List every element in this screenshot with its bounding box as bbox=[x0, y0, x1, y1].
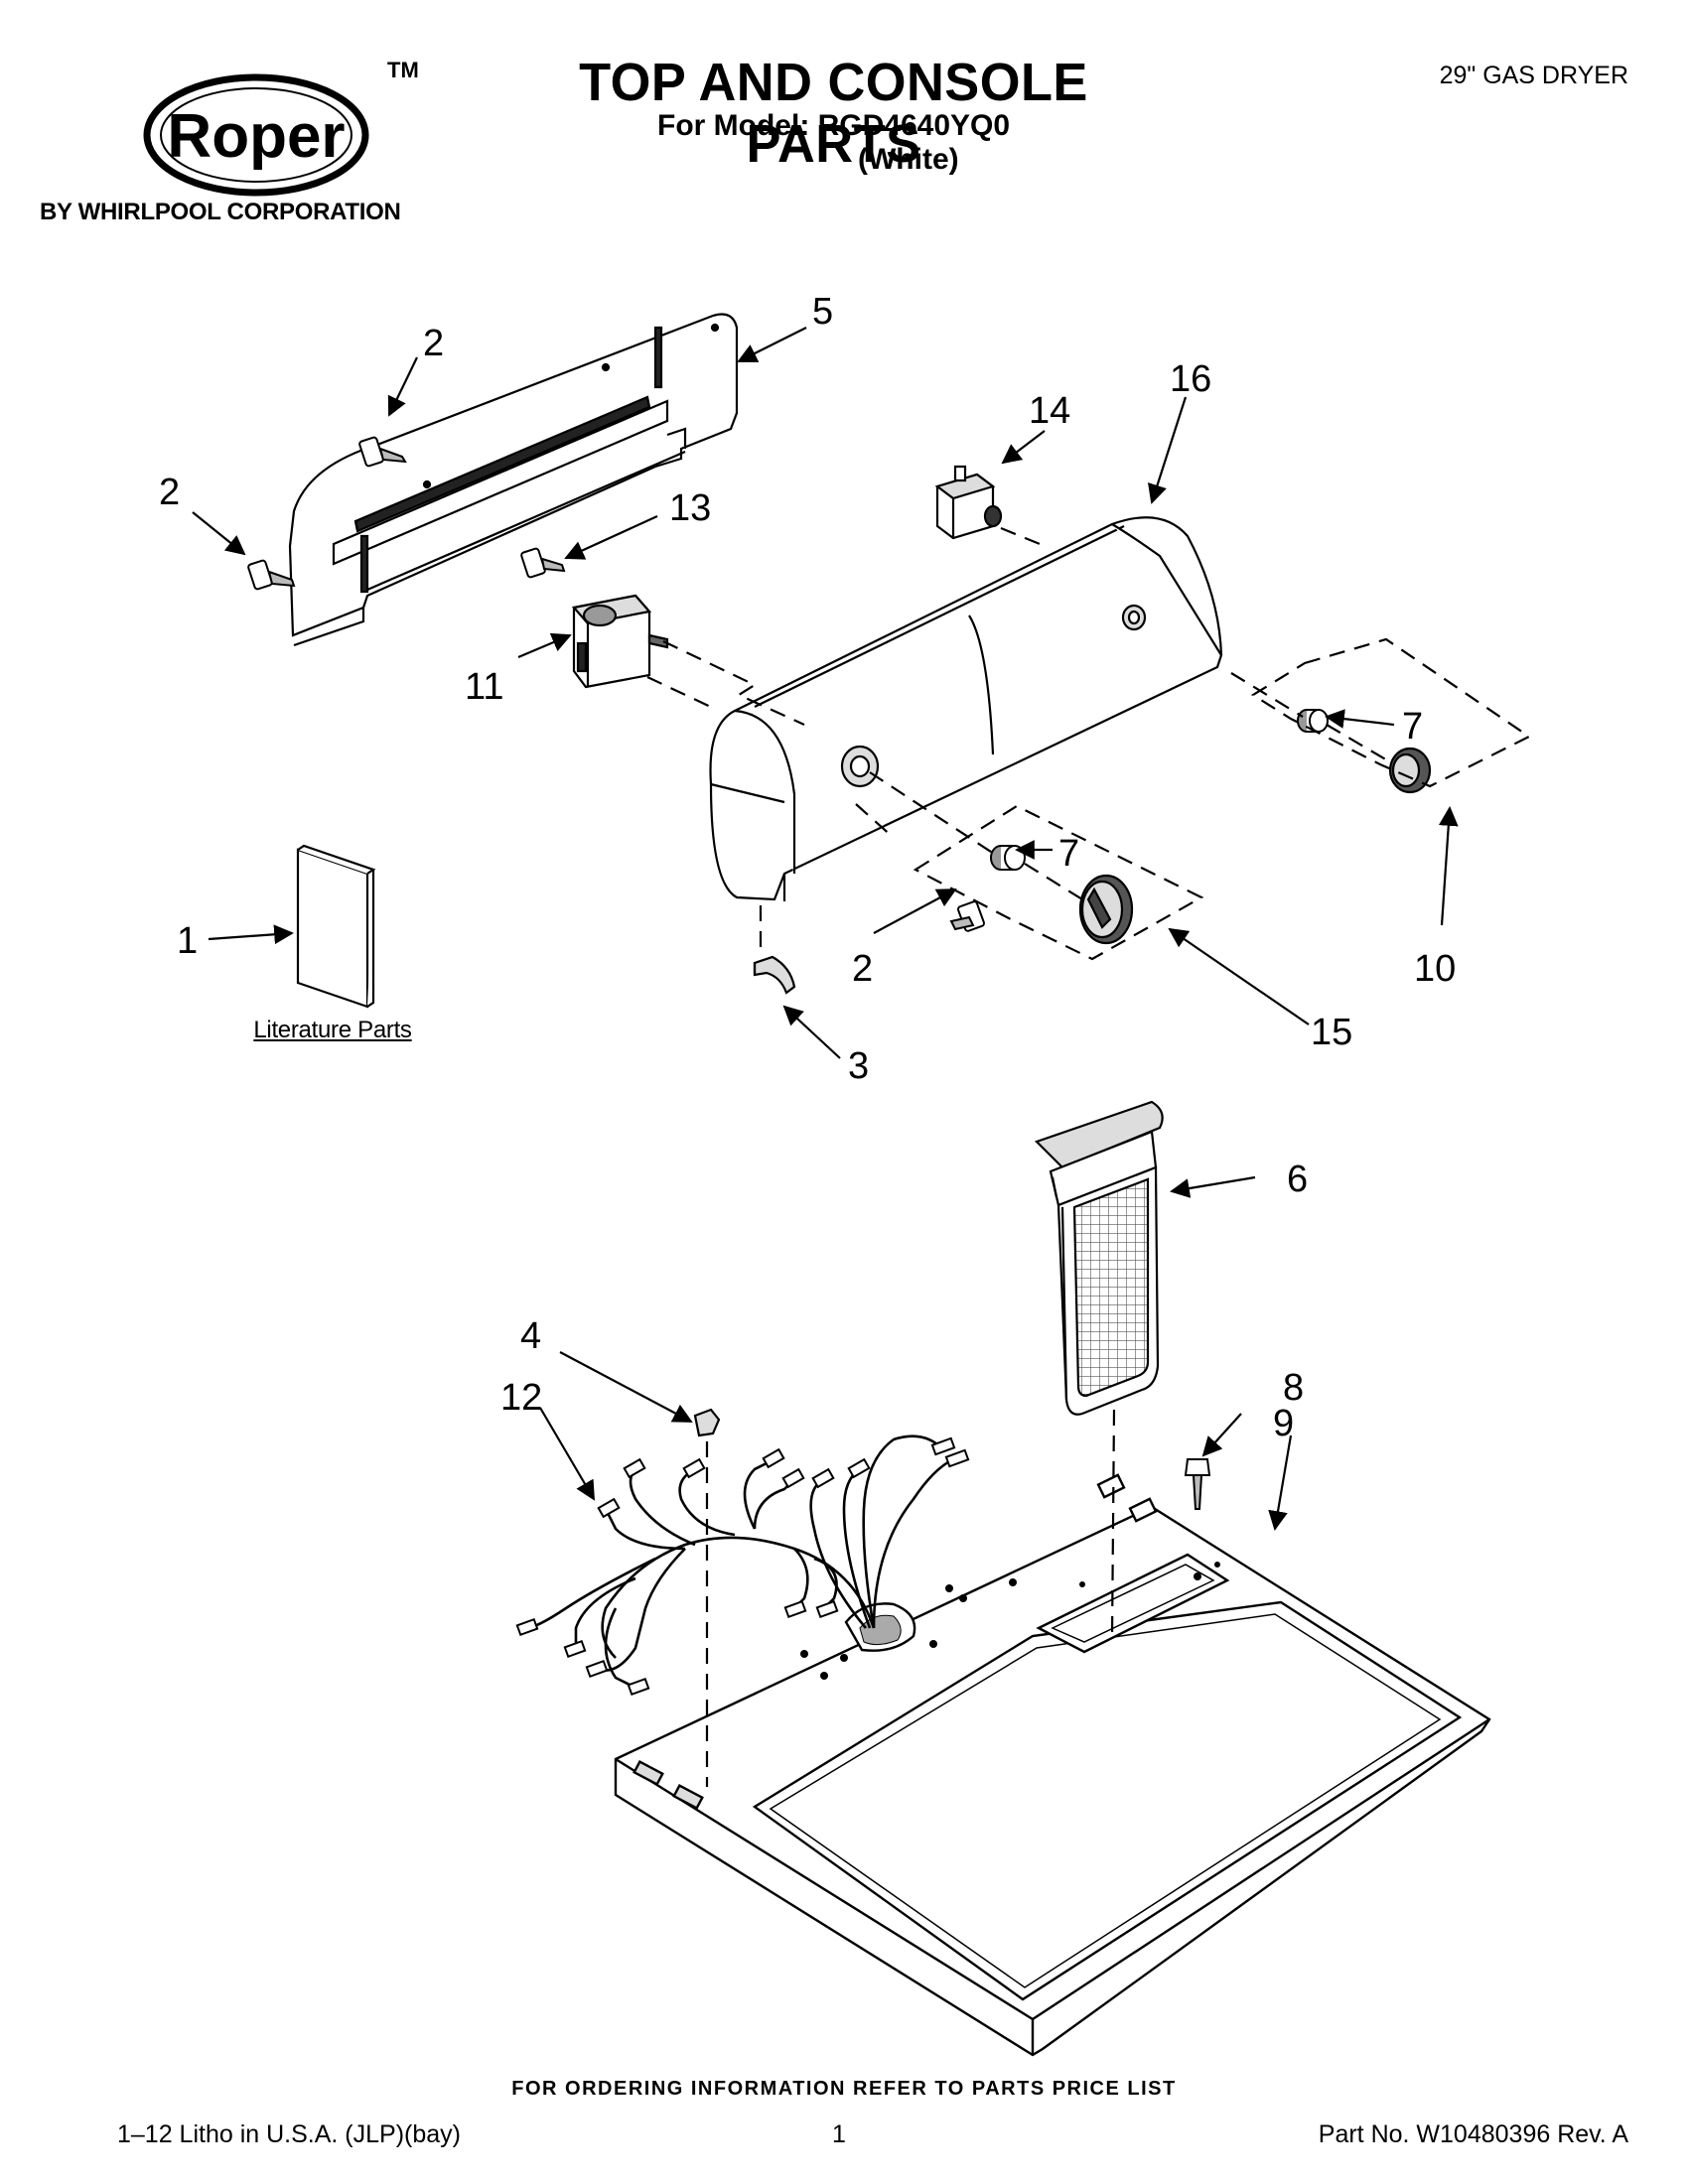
part-12-wire-harness bbox=[515, 1434, 970, 1697]
callout-10: 10 bbox=[1414, 948, 1456, 990]
model-line: For Model: RGD4640YQ0 bbox=[657, 109, 1011, 142]
logo-trademark: TM bbox=[387, 58, 419, 82]
callout-15: 15 bbox=[1311, 1012, 1352, 1053]
part-6-lint-screen bbox=[1034, 1100, 1164, 1416]
page-title: TOP AND CONSOLE PARTS bbox=[579, 53, 1088, 174]
litho-line: 1–12 Litho in U.S.A. (JLP)(bay) bbox=[117, 2120, 461, 2148]
callout-2-top: 2 bbox=[423, 323, 444, 364]
part-number: Part No. W10480396 Rev. A bbox=[1318, 2120, 1628, 2148]
part-5-console-rear-panel bbox=[288, 313, 739, 647]
part-14-start-switch bbox=[934, 465, 1003, 540]
brand-byline: BY WHIRLPOOL CORPORATION bbox=[40, 199, 401, 225]
part-15-knob bbox=[1078, 874, 1134, 945]
callout-12: 12 bbox=[500, 1377, 542, 1419]
screw-2c bbox=[949, 900, 985, 932]
roper-logo: Roper TM bbox=[143, 58, 419, 197]
part-11-timer bbox=[571, 594, 669, 689]
ordering-note: FOR ORDERING INFORMATION REFER TO PARTS … bbox=[511, 2078, 1177, 2100]
logo-wordmark: Roper bbox=[167, 102, 345, 171]
assembly-dashed-lines bbox=[646, 526, 1532, 1787]
callout-2-console: 2 bbox=[852, 948, 873, 990]
callout-5: 5 bbox=[812, 291, 833, 333]
part-7-bushing-right bbox=[1297, 709, 1329, 733]
part-3-clip bbox=[753, 955, 796, 995]
callout-9: 9 bbox=[1273, 1403, 1294, 1444]
callout-3: 3 bbox=[848, 1045, 869, 1087]
callout-1: 1 bbox=[177, 920, 198, 962]
callout-6: 6 bbox=[1287, 1159, 1308, 1200]
screw-2b bbox=[247, 559, 296, 591]
page-number: 1 bbox=[832, 2120, 846, 2148]
callout-11: 11 bbox=[465, 666, 503, 708]
callout-7-left: 7 bbox=[1058, 833, 1079, 875]
callout-2-left: 2 bbox=[159, 472, 180, 513]
callout-14: 14 bbox=[1029, 390, 1070, 432]
part-1-literature bbox=[296, 844, 376, 1009]
screw-2a bbox=[358, 436, 407, 468]
callout-16: 16 bbox=[1170, 358, 1211, 400]
callout-4: 4 bbox=[520, 1315, 541, 1357]
screw-8 bbox=[1184, 1458, 1211, 1510]
part-10-knob bbox=[1388, 747, 1432, 794]
part-16-console bbox=[709, 516, 1223, 901]
part-9-top-panel bbox=[614, 1473, 1491, 2057]
callout-arrows bbox=[192, 327, 1459, 1531]
part-4-wire-clip bbox=[693, 1408, 721, 1437]
callout-8: 8 bbox=[1283, 1367, 1304, 1409]
screw-13 bbox=[520, 547, 566, 579]
product-type: 29" GAS DRYER bbox=[1439, 62, 1628, 89]
callout-7-right: 7 bbox=[1402, 706, 1423, 748]
callout-13: 13 bbox=[669, 487, 711, 529]
callout-numbers: 1 2 2 2 3 4 5 6 7 7 8 9 10 11 12 13 14 1… bbox=[159, 291, 1456, 1444]
color-line: (White) bbox=[858, 143, 959, 176]
literature-parts-label: Literature Parts bbox=[253, 1017, 412, 1043]
